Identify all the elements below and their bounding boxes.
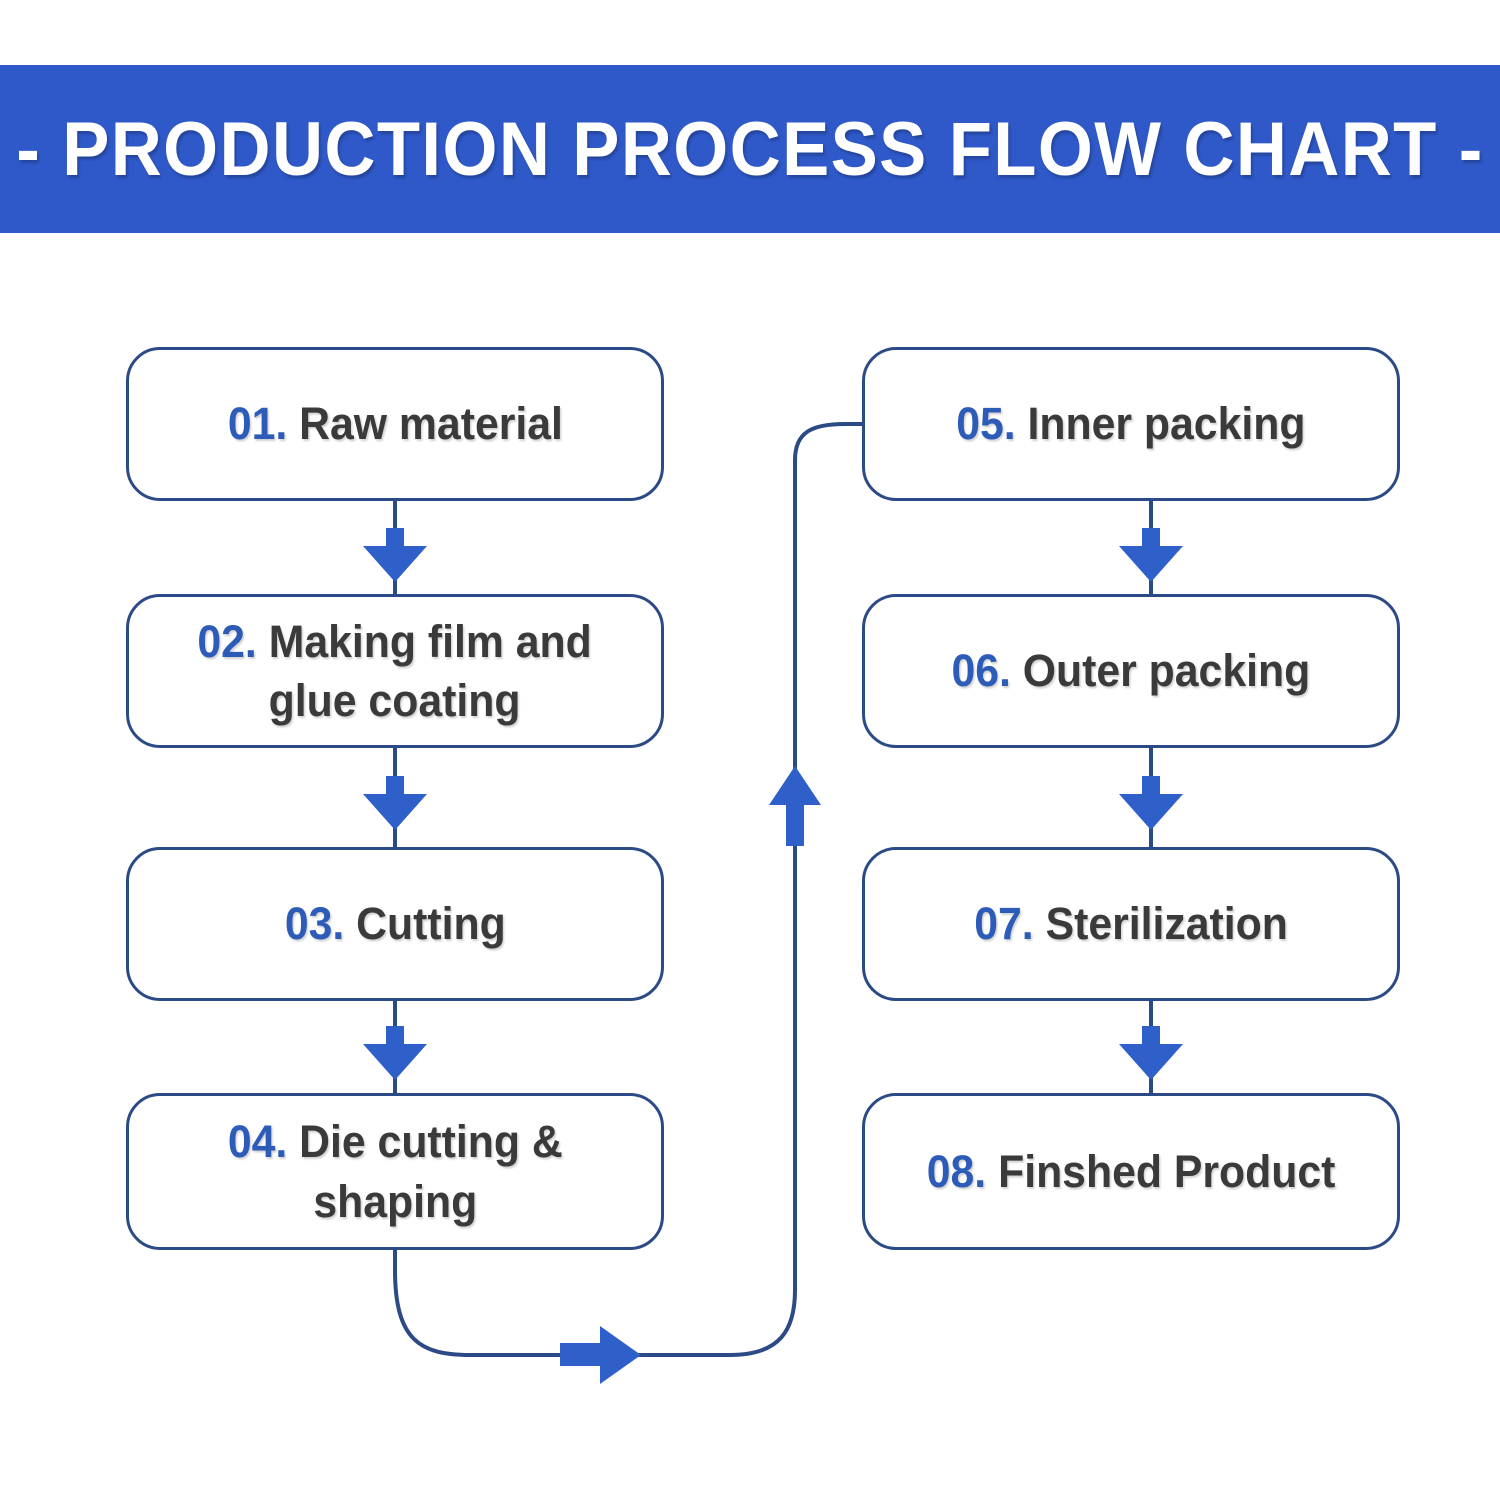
arrow-01-to-02	[363, 528, 427, 582]
process-step-01-label: Raw material	[298, 398, 563, 450]
process-step-02[interactable]: 02. Making film and glue coating	[126, 594, 664, 748]
process-step-07-number: 07.	[974, 898, 1034, 950]
process-step-01[interactable]: 01. Raw material	[126, 347, 664, 501]
process-step-03-number: 03.	[284, 898, 344, 950]
header-banner: - PRODUCTION PROCESS FLOW CHART -	[0, 65, 1500, 233]
process-step-06[interactable]: 06. Outer packing	[862, 594, 1400, 748]
process-step-03[interactable]: 03. Cutting	[126, 847, 664, 1001]
arrow-02-to-03	[363, 776, 427, 830]
process-step-07-label: Sterilization	[1045, 898, 1288, 950]
process-step-03-label: Cutting	[355, 898, 506, 950]
arrow-06-to-07	[1119, 776, 1183, 830]
process-step-05-number: 05.	[956, 398, 1016, 450]
process-step-04[interactable]: 04. Die cutting & shaping	[126, 1093, 664, 1250]
process-step-04-label: Die cutting & shaping	[298, 1116, 563, 1227]
process-step-05[interactable]: 05. Inner packing	[862, 347, 1400, 501]
process-step-05-text: 05. Inner packing	[956, 394, 1305, 453]
process-step-07-text: 07. Sterilization	[974, 894, 1288, 953]
process-step-01-text: 01. Raw material	[227, 394, 562, 453]
process-step-06-number: 06.	[951, 645, 1012, 697]
process-step-05-label: Inner packing	[1027, 398, 1306, 450]
page-title: - PRODUCTION PROCESS FLOW CHART -	[16, 106, 1484, 192]
process-step-06-label: Outer packing	[1022, 645, 1311, 697]
process-step-04-text: 04. Die cutting & shaping	[228, 1112, 563, 1231]
arrow-03-to-04	[363, 1026, 427, 1080]
arrow-loop-right	[560, 1326, 641, 1384]
arrow-loop-up	[769, 766, 821, 846]
process-step-08[interactable]: 08. Finshed Product	[862, 1093, 1400, 1250]
process-step-08-label: Finshed Product	[998, 1145, 1336, 1197]
process-step-07[interactable]: 07. Sterilization	[862, 847, 1400, 1001]
process-step-02-text: 02. Making film and glue coating	[198, 612, 592, 731]
process-step-03-text: 03. Cutting	[285, 894, 506, 953]
process-step-08-number: 08.	[926, 1145, 987, 1197]
process-step-02-label: Making film and glue coating	[269, 615, 593, 726]
process-step-01-number: 01.	[227, 398, 287, 450]
arrow-05-to-06	[1119, 528, 1183, 582]
arrow-07-to-08	[1119, 1026, 1183, 1080]
process-step-08-text: 08. Finshed Product	[927, 1142, 1336, 1201]
process-step-06-text: 06. Outer packing	[952, 641, 1311, 700]
process-step-04-number: 04.	[227, 1116, 287, 1168]
process-step-02-number: 02.	[197, 615, 258, 667]
